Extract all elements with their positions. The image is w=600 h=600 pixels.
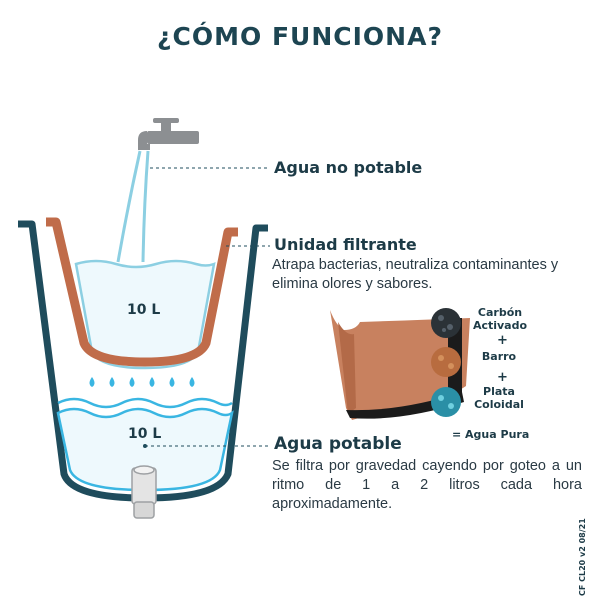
upper-volume-label: 10 L bbox=[127, 302, 161, 318]
upper-water bbox=[74, 259, 216, 370]
layer-carbon-label: Carbón Activado bbox=[472, 306, 528, 332]
plus-sign-2: + bbox=[497, 370, 508, 385]
unidad-filtrante-description: Atrapa bacterias, neutraliza contaminant… bbox=[272, 257, 559, 292]
layer-barro-label: Barro bbox=[481, 350, 517, 363]
page-title: ¿CÓMO FUNCIONA? bbox=[157, 22, 443, 51]
label-agua-no-potable: Agua no potable bbox=[274, 158, 423, 177]
faucet-icon bbox=[138, 118, 199, 150]
filter-unit bbox=[46, 217, 238, 367]
label-agua-potable: Agua potable bbox=[274, 434, 402, 454]
version-code: CF CL20 v2 08/21 bbox=[578, 518, 587, 596]
water-stream bbox=[116, 150, 150, 263]
water-drops bbox=[89, 377, 195, 387]
spigot-icon bbox=[131, 465, 157, 519]
lower-volume-label: 10 L bbox=[128, 426, 162, 442]
plus-sign-1: + bbox=[497, 333, 508, 348]
agua-potable-description: Se filtra por gravedad cayendo por goteo… bbox=[272, 458, 582, 512]
label-unidad-filtrante: Unidad filtrante bbox=[274, 235, 417, 254]
result-label: = Agua Pura bbox=[452, 428, 530, 441]
layer-plata-label: Plata Coloidal bbox=[474, 385, 524, 411]
filter-cross-section bbox=[330, 308, 470, 420]
